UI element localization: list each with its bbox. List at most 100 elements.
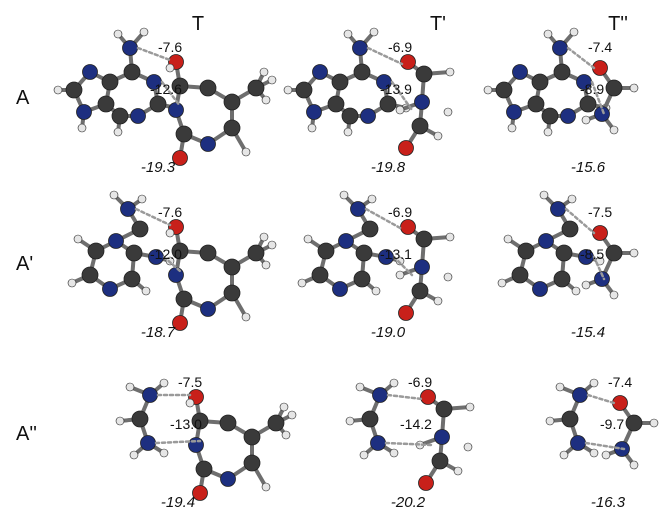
nitrogen-atom [372, 387, 388, 403]
nitrogen-atom [560, 108, 576, 124]
hydrogen-atom [543, 127, 553, 137]
nitrogen-atom [594, 271, 610, 287]
molecular-models [53, 27, 659, 501]
partner-molecule [395, 54, 455, 156]
total-energy: -19.8 [371, 159, 406, 176]
hydrogen-atom [297, 278, 307, 288]
carbon-atom [81, 266, 99, 284]
nitrogen-atom [168, 267, 184, 283]
hydrogen-atom [339, 190, 349, 200]
nitrogen-atom [76, 104, 92, 120]
hydrogen-atom [539, 190, 549, 200]
hydrogen-atom [559, 450, 569, 460]
carbon-atom [123, 63, 141, 81]
carbon-atom [355, 244, 373, 262]
interaction-energy-middle: -8.5 [580, 246, 604, 262]
total-energy: -19.3 [141, 159, 176, 176]
hydrogen-bond [162, 255, 182, 273]
carbon-atom [561, 220, 579, 238]
hydrogen-atom [303, 234, 313, 244]
hydrogen-atom [261, 260, 271, 270]
hydrogen-atom [389, 378, 399, 388]
hydrogen-atom [443, 107, 453, 117]
carbon-atom [223, 93, 241, 111]
base-molecule [53, 27, 181, 137]
interaction-energy-middle: -13.1 [380, 246, 412, 262]
carbon-atom [379, 95, 397, 113]
nitrogen-atom [550, 201, 566, 217]
hydrogen-atom [569, 27, 579, 37]
hydrogen-atom [241, 147, 251, 157]
energy-labels: -7.6-12.6-19.3-6.9-13.9-19.8-7.4-8.9-15.… [141, 39, 632, 511]
nitrogen-atom [360, 108, 376, 124]
carbon-atom [605, 244, 623, 262]
pair-cell [67, 190, 277, 331]
pair-cell [283, 27, 455, 156]
hydrogen-bond [390, 80, 414, 112]
nitrogen-atom [532, 281, 548, 297]
nitrogen-atom [506, 104, 522, 120]
hydrogen-atom [389, 448, 399, 458]
hydrogen-atom [67, 278, 77, 288]
partner-molecule [165, 219, 277, 331]
oxygen-atom [420, 389, 436, 405]
carbon-atom [199, 79, 217, 97]
hydrogen-atom [159, 448, 169, 458]
base-molecule [545, 378, 599, 460]
partner-molecule [415, 389, 475, 491]
carbon-atom [579, 95, 597, 113]
carbon-atom [87, 242, 105, 260]
nitrogen-atom [414, 94, 430, 110]
hydrogen-atom [77, 123, 87, 133]
nitrogen-atom [130, 108, 146, 124]
base-molecule [497, 190, 605, 297]
total-energy: -15.4 [571, 324, 605, 341]
hydrogen-atom [609, 290, 619, 300]
nitrogen-atom [200, 301, 216, 317]
oxygen-atom [172, 150, 188, 166]
hydrogen-atom [267, 75, 277, 85]
hydrogen-atom [463, 442, 473, 452]
carbon-atom [555, 244, 573, 262]
nitrogen-atom [594, 106, 610, 122]
total-energy: -19.0 [371, 324, 406, 341]
hydrogen-atom [367, 194, 377, 204]
nitrogen-atom [338, 233, 354, 249]
carbon-atom [97, 95, 115, 113]
hydrogen-atom [53, 85, 63, 95]
hydrogen-atom [165, 228, 175, 238]
hydrogen-atom [141, 286, 151, 296]
carbon-atom [223, 119, 241, 137]
hydrogen-atom [261, 95, 271, 105]
base-molecule [483, 27, 611, 137]
interaction-energy-top: -7.4 [608, 374, 632, 390]
hydrogen-atom [581, 280, 591, 290]
hydrogen-atom [395, 270, 405, 280]
hydrogen-atom [113, 127, 123, 137]
hydrogen-atom [125, 382, 135, 392]
total-energy: -18.7 [141, 324, 176, 341]
carbon-atom [411, 117, 429, 135]
carbon-atom [553, 63, 571, 81]
row-header-a-prime: A' [16, 253, 33, 275]
hydrogen-atom [629, 248, 639, 258]
hydrogen-atom [507, 123, 517, 133]
pair-cell [483, 27, 639, 137]
nitrogen-atom [140, 435, 156, 451]
partner-molecule [165, 54, 277, 166]
carbon-atom [247, 79, 265, 97]
oxygen-atom [400, 219, 416, 235]
nitrogen-atom [188, 437, 204, 453]
nitrogen-atom [572, 387, 588, 403]
hydrogen-atom [343, 127, 353, 137]
pair-cell [53, 27, 277, 166]
interaction-energy-middle: -9.7 [600, 416, 624, 432]
interaction-energy-top: -6.9 [388, 204, 412, 220]
carbon-atom [361, 220, 379, 238]
hydrogen-atom [281, 430, 291, 440]
interaction-energy-top: -7.5 [178, 374, 202, 390]
oxygen-atom [172, 315, 188, 331]
hydrogen-bond [584, 441, 626, 451]
hydrogen-atom [139, 27, 149, 37]
carbon-atom [605, 79, 623, 97]
